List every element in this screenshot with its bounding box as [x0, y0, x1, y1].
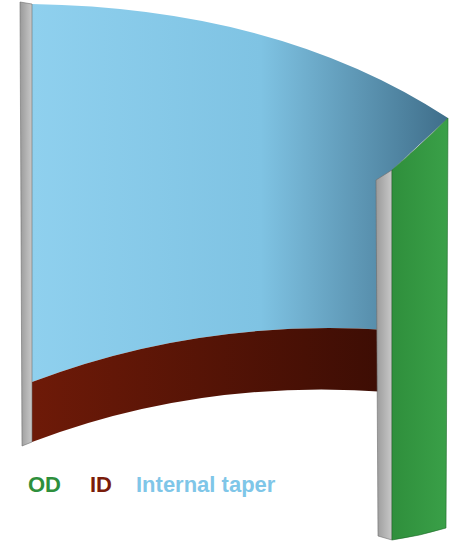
- part-label: OD: [28, 474, 61, 496]
- part-label: Internal taper: [136, 474, 275, 496]
- part-label: ID: [90, 474, 112, 496]
- wall-section-left: [20, 2, 32, 446]
- od-surface: [392, 118, 448, 540]
- wall-section-right: [376, 170, 392, 540]
- id-surface: [32, 328, 388, 442]
